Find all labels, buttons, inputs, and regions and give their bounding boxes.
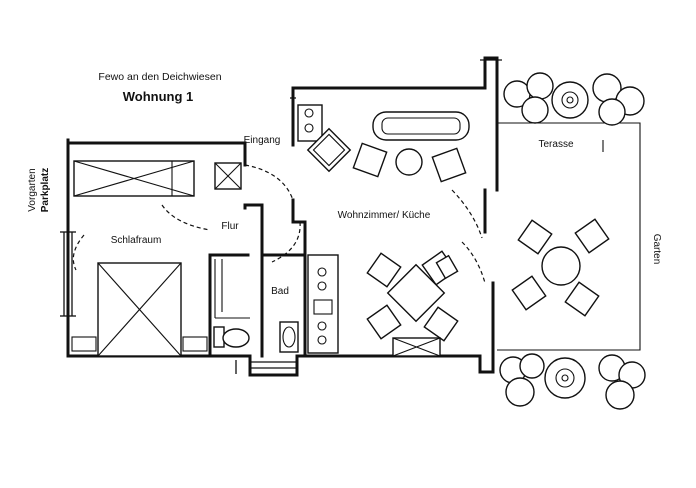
room-label-schlafraum: Schlafraum: [111, 235, 162, 246]
terrace-outline: [497, 122, 641, 351]
shower-icon: [214, 259, 250, 319]
door-swings: [72, 164, 486, 284]
side-cabinet-icon: [435, 254, 459, 280]
kitchen-counter-icon: [307, 254, 339, 354]
room-label-bad: Bad: [271, 286, 289, 297]
room-label-wohnzimmer: Wohnzimmer/ Küche: [338, 210, 431, 221]
flower-icon: [503, 72, 645, 126]
toilet-icon: [213, 326, 250, 348]
sideboard-icon: [392, 337, 441, 357]
armchair-icon: [306, 127, 352, 173]
label-vorgarten: Vorgarten: [27, 168, 38, 211]
label-parkplatz: Parkplatz: [40, 168, 51, 212]
patio-table-icon: [511, 218, 610, 317]
stove-icon: [297, 104, 323, 142]
room-label-terasse: Terasse: [538, 139, 573, 150]
plan-subtitle: Fewo an den Deichwiesen: [98, 71, 221, 83]
storage-box-icon: [214, 162, 242, 190]
sofa-icon: [372, 111, 470, 141]
double-bed-icon: [71, 262, 208, 357]
wardrobe-icon: [73, 160, 195, 197]
room-label-flur: Flur: [221, 221, 239, 232]
room-labels: Eingang Flur Schlafraum Bad Wohnzimmer/ …: [111, 135, 574, 297]
room-label-eingang: Eingang: [244, 135, 281, 146]
label-garten: Garten: [651, 234, 662, 265]
plan-title: Wohnung 1: [123, 89, 194, 104]
flower-icon: [499, 353, 646, 410]
coffee-table-icon: [395, 148, 423, 176]
washbasin-icon: [279, 321, 299, 353]
lounge-chair-icon: [352, 142, 467, 183]
outside-labels: Vorgarten Parkplatz Garten: [27, 168, 662, 265]
